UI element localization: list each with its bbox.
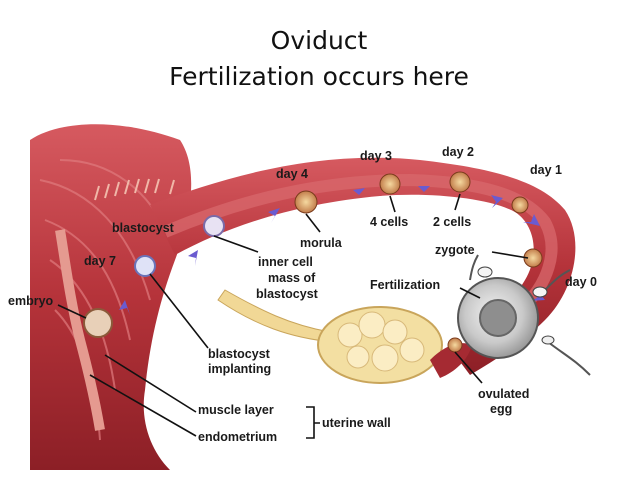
leader-lines (57, 193, 529, 439)
label-uterine-wall: uterine wall (322, 416, 391, 430)
label-blastocyst: blastocyst (112, 221, 175, 235)
label-inner-cell-2: mass of (268, 271, 316, 285)
ovary (317, 306, 443, 384)
label-fertilization: Fertilization (370, 278, 440, 292)
cell-day3 (379, 173, 401, 195)
label-day1: day 1 (530, 163, 562, 177)
uterus-body (30, 124, 192, 470)
cell-ovulated-egg (447, 337, 463, 353)
label-ovulated-1: ovulated (478, 387, 529, 401)
egg-with-sperm (457, 254, 591, 376)
fimbriae (430, 343, 472, 378)
label-4-cells: 4 cells (370, 215, 408, 229)
diagram-subtitle: Fertilization occurs here (169, 62, 469, 91)
diagram-title: Oviduct (270, 26, 368, 55)
cell-day1 (511, 196, 529, 214)
label-day4: day 4 (276, 167, 308, 181)
label-morula: morula (300, 236, 343, 250)
cell-day4 (294, 190, 318, 214)
label-2-cells: 2 cells (433, 215, 471, 229)
label-ovulated-2: egg (490, 402, 512, 416)
cell-embryo (83, 308, 113, 338)
cell-blastocyst (203, 215, 225, 237)
label-inner-cell-1: inner cell (258, 255, 313, 269)
cell-day2 (449, 171, 471, 193)
label-day3: day 3 (360, 149, 392, 163)
label-implanting-1: blastocyst (208, 347, 271, 361)
oviduct-tube (150, 157, 576, 375)
label-day2: day 2 (442, 145, 474, 159)
label-day7: day 7 (84, 254, 116, 268)
label-embryo: embryo (8, 294, 54, 308)
label-inner-cell-3: blastocyst (256, 287, 319, 301)
label-implanting-2: implanting (208, 362, 271, 376)
cell-stages (83, 171, 543, 353)
endometrium-folds (94, 178, 175, 201)
label-zygote: zygote (435, 243, 475, 257)
cell-day7 (134, 255, 156, 277)
label-endometrium: endometrium (198, 430, 277, 444)
label-muscle-layer: muscle layer (198, 403, 274, 417)
label-day0: day 0 (565, 275, 597, 289)
endometrium-lining (55, 229, 105, 431)
